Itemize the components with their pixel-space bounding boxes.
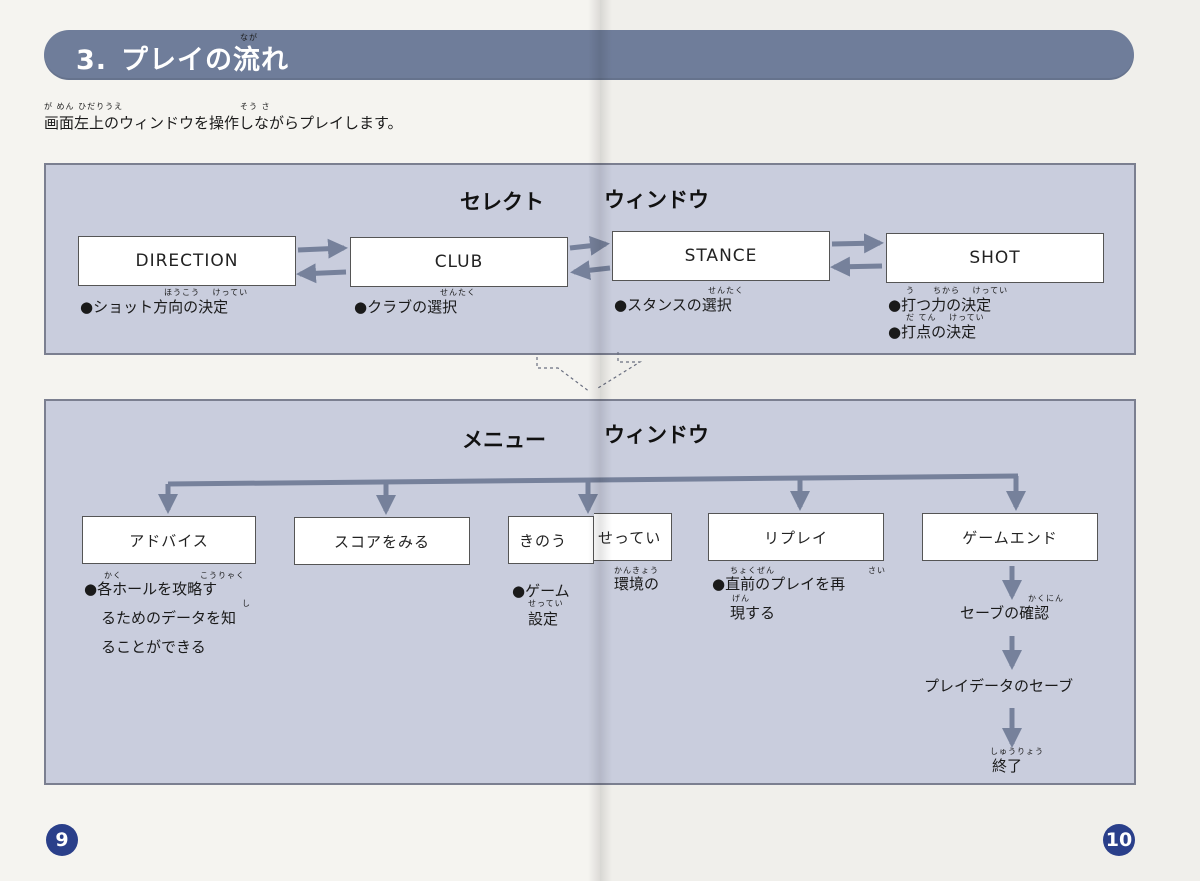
section-title: 3. プレイの流れ bbox=[76, 38, 289, 78]
shot-note2-ruby: だ てん けってい bbox=[906, 313, 985, 322]
game-end-ruby-shuuryou: しゅうりょう bbox=[990, 747, 1044, 756]
page-number-right: 10 bbox=[1103, 824, 1135, 856]
game-end-step-exit: 終了 bbox=[992, 757, 1023, 775]
arrow-shot-to-stance bbox=[830, 256, 883, 277]
settings-note-settei: 設定 bbox=[528, 610, 559, 628]
game-end-ruby-kakunin: かくにん bbox=[1028, 594, 1064, 603]
function-settings-box-left: きのう bbox=[508, 516, 594, 564]
menu-tree bbox=[167, 473, 1019, 487]
arrow-stance-to-club bbox=[570, 260, 611, 281]
game-end-box: ゲームエンド bbox=[922, 513, 1098, 561]
game-end-step-save-confirm: セーブの確認 bbox=[960, 604, 1050, 622]
function-settings-box-right: せってい bbox=[594, 513, 672, 561]
settings-note-game: ●ゲーム bbox=[512, 582, 570, 600]
select-window-title-left: セレクト bbox=[460, 190, 544, 214]
menu-tree-trunk bbox=[167, 473, 1019, 487]
menu-window-title-right: ウィンドウ bbox=[604, 423, 709, 447]
arrow-club-to-direction bbox=[296, 263, 347, 284]
advice-box: アドバイス bbox=[82, 516, 256, 564]
section-title-ruby: なが bbox=[240, 33, 258, 42]
shot-box: SHOT bbox=[886, 233, 1104, 283]
menu-window-panel bbox=[44, 399, 1136, 785]
direction-note-ruby: ほうこう けってい bbox=[164, 288, 249, 297]
select-arrows bbox=[296, 233, 884, 284]
club-box: CLUB bbox=[350, 237, 568, 287]
replay-box: リプレイ bbox=[708, 513, 884, 561]
arrow-direction-to-club bbox=[297, 238, 348, 259]
book-spine-shadow bbox=[588, 0, 612, 881]
stance-note-ruby: せんたく bbox=[708, 286, 744, 295]
shot-note-power: ●打つ力の決定 bbox=[888, 296, 992, 314]
arrow-club-to-stance bbox=[569, 235, 610, 256]
settings-ruby-kankyou: かんきょう bbox=[614, 566, 659, 575]
section-header-bar bbox=[44, 30, 1134, 80]
intro-ruby-sousa: そう さ bbox=[240, 102, 271, 111]
arrow-stance-to-shot bbox=[831, 233, 884, 254]
club-note-ruby: せんたく bbox=[440, 288, 476, 297]
intro-text: 画面左上のウィンドウを操作しながらプレイします。 bbox=[44, 114, 403, 132]
replay-note-line1: ●直前のプレイを再 bbox=[712, 575, 846, 593]
game-end-step-save-data: プレイデータのセーブ bbox=[924, 677, 1074, 695]
advice-note-line3: ることができる bbox=[101, 638, 206, 656]
settings-ruby-settei: せってい bbox=[528, 599, 564, 608]
club-note: ●クラブの選択 bbox=[354, 298, 458, 316]
replay-ruby-chokuzen: ちょくぜん bbox=[730, 566, 775, 575]
menu-window-title-left: メニュー bbox=[462, 428, 546, 452]
direction-box: DIRECTION bbox=[78, 236, 296, 286]
advice-note-line2: るためのデータを知 bbox=[101, 609, 237, 627]
score-box: スコアをみる bbox=[294, 517, 470, 565]
intro-ruby-gamen: が めん ひだりうえ bbox=[44, 102, 124, 111]
section-title-text: プレイの流れ bbox=[121, 45, 290, 76]
window-connector bbox=[536, 352, 643, 393]
stance-note: ●スタンスの選択 bbox=[614, 296, 732, 314]
advice-ruby-kouryaku: こうりゃく bbox=[200, 571, 245, 580]
shot-note-point: ●打点の決定 bbox=[888, 323, 977, 341]
advice-ruby-kaku: かく bbox=[104, 571, 122, 580]
advice-ruby-shi: し bbox=[242, 599, 251, 608]
settings-note-environment: 環境の bbox=[614, 575, 660, 593]
stance-box: STANCE bbox=[612, 231, 830, 281]
select-window-title-right: ウィンドウ bbox=[604, 188, 709, 212]
direction-note: ●ショット方向の決定 bbox=[80, 298, 229, 316]
page-number-left: 9 bbox=[46, 824, 78, 856]
section-number: 3. bbox=[76, 45, 108, 76]
replay-note-line2: 現する bbox=[730, 604, 776, 622]
replay-ruby-gen: げん bbox=[732, 594, 750, 603]
replay-ruby-sai: さい bbox=[868, 566, 886, 575]
shot-note1-ruby: う ちから けってい bbox=[906, 286, 1009, 295]
advice-note-line1: ●各ホールを攻略す bbox=[84, 580, 218, 598]
